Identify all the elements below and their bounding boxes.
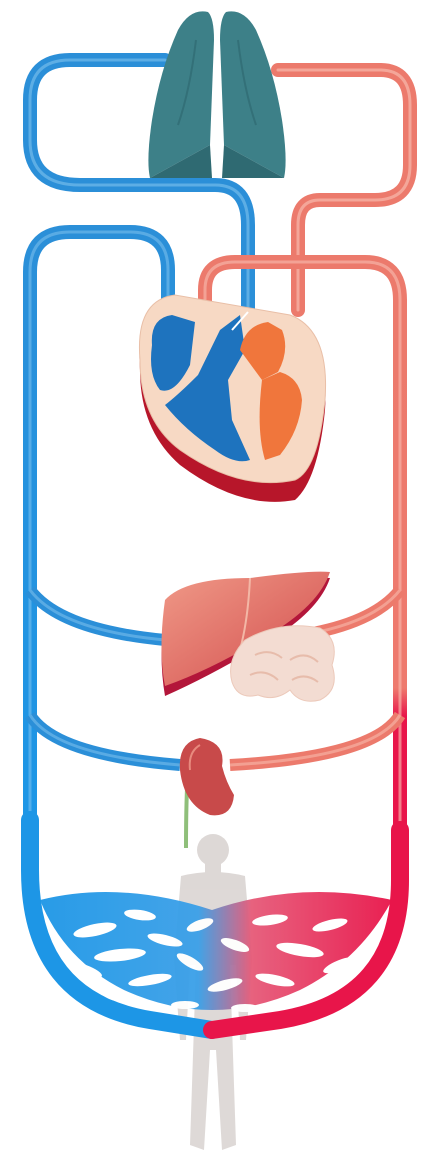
heart: [139, 295, 325, 502]
hepatic-vein: [30, 590, 165, 640]
lungs: [148, 11, 285, 178]
kidney: [180, 738, 234, 848]
renal-vein: [30, 715, 180, 765]
renal-artery: [230, 715, 400, 765]
